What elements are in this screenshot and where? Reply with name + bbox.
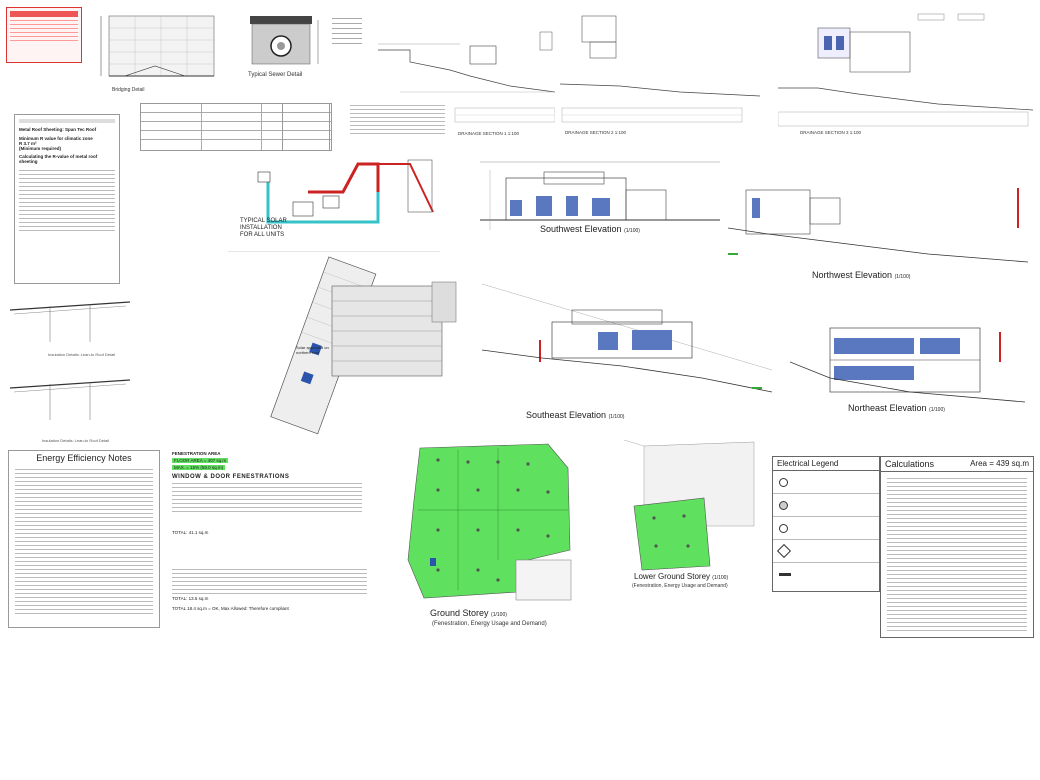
specs-table — [140, 103, 332, 151]
ground-storey-title: Ground Storey (1/100) — [430, 608, 507, 618]
roof-calc-line3: R 3.7 m² — [19, 141, 37, 146]
drainage-section-3-title: DRAINAGE SECTION 3 1:100 — [800, 130, 862, 135]
calculations-panel: Calculations Area = 439 sq.m — [880, 456, 1034, 638]
southeast-elevation-scale: (1/100) — [608, 414, 625, 420]
lower-ground-storey-subtitle: (Fenestration, Energy Usage and Demand) — [632, 583, 728, 589]
light-fixture-icon — [779, 477, 788, 487]
ground-storey-subtitle: (Fenestration, Energy Usage and Demand) — [432, 621, 547, 627]
northeast-elevation-title: Northeast Elevation (1/100) — [848, 403, 945, 413]
fenestration-floor-area: FLOOR AREA = 407 sq.m — [172, 458, 229, 463]
southwest-elevation-title: Southwest Elevation (1/100) — [540, 224, 640, 234]
calculations-title: Calculations — [885, 459, 935, 469]
pendant-light-icon — [779, 523, 788, 533]
drainage-section-1-drawing — [378, 31, 555, 123]
sewer-detail-title: Typical Sewer Detail — [248, 72, 303, 78]
electrical-legend-panel: Electrical Legend — [772, 456, 880, 592]
specs-notes — [350, 102, 445, 137]
fenestration-total-1: TOTAL: 41.1 sq.m — [172, 530, 209, 535]
lower-ground-storey-plan — [623, 439, 755, 571]
fenestration-total-2: TOTAL: 13.5 sq.m — [172, 596, 209, 601]
approval-stamp — [6, 7, 82, 63]
chandelier-icon — [776, 543, 792, 559]
electrical-legend-title: Electrical Legend — [773, 457, 879, 471]
roof-calc-line1: Metal Roof Sheeting: Span Tec Roof — [19, 127, 97, 132]
solar-approval-note: Solar approved on northern roof — [296, 345, 329, 355]
wall-light-icon — [779, 572, 791, 576]
drainage-section-2-title: DRAINAGE SECTION 2 1:100 — [565, 130, 627, 135]
ground-storey-plan — [407, 443, 572, 601]
southwest-elevation-label: Southwest Elevation — [540, 224, 622, 234]
southeast-elevation-label: Southeast Elevation — [526, 410, 607, 420]
northwest-elevation-title: Northwest Elevation (1/100) — [812, 270, 910, 280]
fenestration-max-area: MAX. = 15% (59.0 sq.m) — [172, 465, 226, 470]
insulation-detail-2-drawing — [10, 379, 131, 420]
roof-site-plan — [270, 256, 457, 435]
northeast-elevation-drawing — [790, 327, 1025, 403]
solar-install-label: TYPICAL SOLAR INSTALLATION FOR ALL UNITS — [240, 218, 287, 238]
sewer-detail-drawing — [250, 16, 319, 65]
fenestration-total-3: TOTAL 18.4 sq.m = OK, Max Allowed: There… — [172, 606, 289, 611]
roof-calculation-panel: Metal Roof Sheeting: Span Tec Roof Minim… — [14, 114, 120, 284]
specs-table-2 — [282, 103, 330, 151]
bridging-detail-title: Bridging Detail — [112, 87, 145, 93]
fenestration-title: WINDOW & DOOR FENESTRATIONS — [172, 474, 290, 480]
energy-efficiency-notes: Energy Efficiency Notes — [8, 450, 160, 628]
northeast-elevation-label: Northeast Elevation — [848, 403, 927, 413]
lower-ground-storey-label: Lower Ground Storey — [634, 572, 711, 581]
fenestration-list-1 — [172, 480, 362, 515]
ground-storey-label: Ground Storey — [430, 608, 489, 618]
solar-install-schematic — [228, 159, 440, 252]
fenestration-list-2 — [172, 566, 367, 597]
fenestration-area-header: FENESTRATION AREA — [172, 451, 221, 456]
sewer-notes — [332, 14, 362, 48]
northwest-elevation-scale: (1/100) — [894, 274, 911, 280]
lower-ground-storey-scale: (1/100) — [712, 575, 729, 581]
drainage-section-3-drawing — [778, 13, 1033, 127]
ground-storey-scale: (1/100) — [491, 612, 507, 618]
southwest-elevation-drawing — [480, 161, 720, 230]
roof-calc-line4: (Minimum required) — [19, 146, 62, 151]
bridging-detail-drawing — [100, 15, 215, 77]
downlight-icon — [779, 500, 788, 510]
calculations-area: Area = 439 sq.m — [970, 459, 1029, 468]
insulation-detail-1-title: Insulation Details: Lean-to Roof Detail — [48, 352, 116, 357]
southeast-elevation-drawing — [482, 283, 772, 393]
northwest-elevation-drawing — [728, 188, 1028, 263]
lower-ground-storey-title: Lower Ground Storey (1/100) — [634, 572, 728, 581]
energy-notes-title: Energy Efficiency Notes — [36, 453, 132, 463]
southwest-elevation-scale: (1/100) — [624, 228, 640, 234]
drainage-section-1-title: DRAINAGE SECTION 1 1:100 — [458, 131, 520, 136]
northeast-elevation-scale: (1/100) — [929, 407, 945, 413]
roof-calc-line2: Minimum R value for climatic zone — [19, 136, 93, 141]
northwest-elevation-label: Northwest Elevation — [812, 270, 893, 280]
roof-calc-line5: Calculating the R-value of metal roof sh… — [19, 154, 98, 164]
southeast-elevation-title: Southeast Elevation (1/100) — [526, 410, 624, 420]
drainage-section-2-drawing — [560, 15, 760, 123]
insulation-detail-2-title: Insulation Details: Lean-to Roof Detail — [42, 438, 110, 443]
insulation-detail-1-drawing — [10, 301, 131, 342]
